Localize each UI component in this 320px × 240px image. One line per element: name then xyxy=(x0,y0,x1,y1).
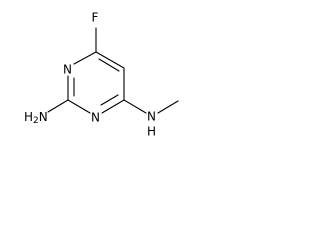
bond-c6-c5-inner xyxy=(98,58,120,72)
pyrimidine-structure-diagram: F N N H2N N H xyxy=(24,11,179,139)
amino-n-label: N xyxy=(39,110,48,124)
atom-methylamino-nitrogen: N xyxy=(147,110,156,124)
bond-c4-n3 xyxy=(101,99,125,114)
bond-c4-nh xyxy=(123,99,147,114)
atom-ring-nitrogen-n1: N xyxy=(63,63,72,77)
atom-amino-group: H2N xyxy=(24,110,48,126)
bond-c2-amino xyxy=(47,99,69,113)
bond-c6-c5 xyxy=(95,51,125,69)
atom-methylamino-hydrogen: H xyxy=(147,125,156,139)
atom-ring-nitrogen-n3: N xyxy=(91,111,100,125)
atom-label-layer: F N N H2N N H xyxy=(24,11,156,139)
bond-layer xyxy=(47,27,179,114)
bond-n1-c6 xyxy=(73,51,97,65)
amino-h-label: H xyxy=(24,110,33,124)
bond-c4-n3-inner xyxy=(100,94,119,106)
bond-nh-methyl xyxy=(157,100,179,114)
atom-fluorine: F xyxy=(92,11,99,25)
amino-subscript: 2 xyxy=(33,116,39,126)
bond-n3-c2 xyxy=(67,99,91,114)
